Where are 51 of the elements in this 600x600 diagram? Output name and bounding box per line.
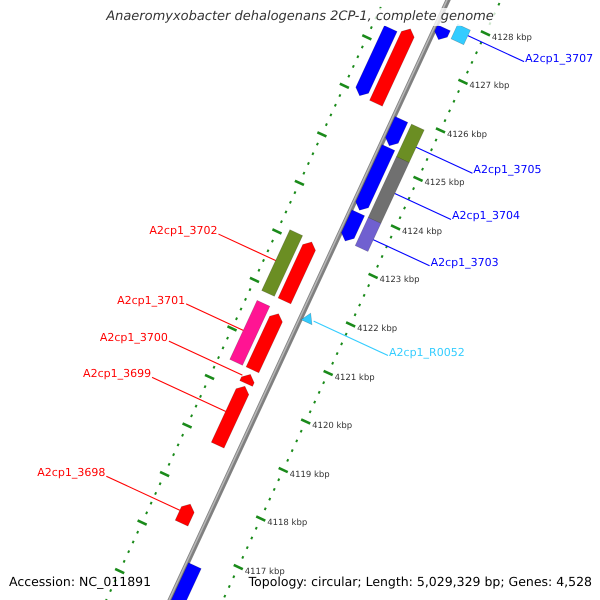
leader-line [468, 35, 524, 62]
genome-info-text: Topology: circular; Length: 5,029,329 bp; Genes: 4,528 [248, 574, 592, 589]
gene-block [369, 28, 415, 107]
gene-label: A2cp1_3700 [100, 332, 168, 344]
gene-block [385, 116, 408, 146]
gene-label: A2cp1_3703 [430, 256, 499, 269]
gene-block [174, 504, 195, 526]
scale-label: 4121 kbp [334, 372, 375, 382]
scale-label: 4127 kbp [469, 81, 510, 92]
scale-label: 4124 kbp [402, 226, 442, 237]
gene-label: A2cp1_3707 [525, 52, 594, 65]
gene-block [278, 242, 316, 304]
leader-line [168, 340, 243, 376]
gene-block [246, 313, 283, 374]
scale-label: 4117 kbp [244, 566, 285, 577]
scale-label: 4118 kbp [267, 518, 308, 528]
scale-label: 4119 kbp [290, 470, 330, 480]
scale-label: 4128 kbp [492, 32, 532, 43]
gene-label: A2cp1_3702 [149, 225, 218, 238]
gene-block [355, 25, 398, 96]
gene-block [355, 144, 396, 211]
leader-line [218, 234, 276, 262]
gene-bar [229, 300, 270, 366]
gene-label: A2cp1_3701 [117, 294, 186, 307]
gene-bar [450, 24, 471, 46]
gene-block [239, 374, 255, 387]
accession-text: Accession: NC_011891 [9, 574, 152, 589]
gene-bar [354, 217, 382, 252]
leader-line [373, 239, 430, 266]
gene-bar [368, 156, 410, 224]
leader-line [106, 476, 180, 511]
triangle-marker [300, 312, 312, 326]
gene-block [210, 386, 250, 448]
gene-label: A2cp1_3699 [83, 368, 152, 380]
scale-label: 4122 kbp [357, 324, 398, 334]
gene-label: A2cp1_3698 [37, 467, 106, 480]
scale-label: 4120 kbp [312, 421, 352, 432]
leader-line [186, 303, 244, 331]
scale-label: 4125 kbp [424, 178, 465, 188]
leader-line [313, 320, 388, 356]
gene-label: A2cp1_R0052 [389, 346, 465, 359]
gene-bar [261, 229, 303, 297]
leader-line [416, 146, 473, 174]
scale-label: 4126 kbp [446, 130, 487, 140]
gene-label: A2cp1_3704 [452, 210, 520, 222]
gene-block [341, 210, 365, 242]
gene-bar [396, 124, 425, 163]
scale-label: 4123 kbp [380, 275, 420, 286]
gene-label: A2cp1_3705 [473, 164, 542, 176]
leader-line [152, 376, 226, 412]
leader-line [394, 192, 452, 220]
